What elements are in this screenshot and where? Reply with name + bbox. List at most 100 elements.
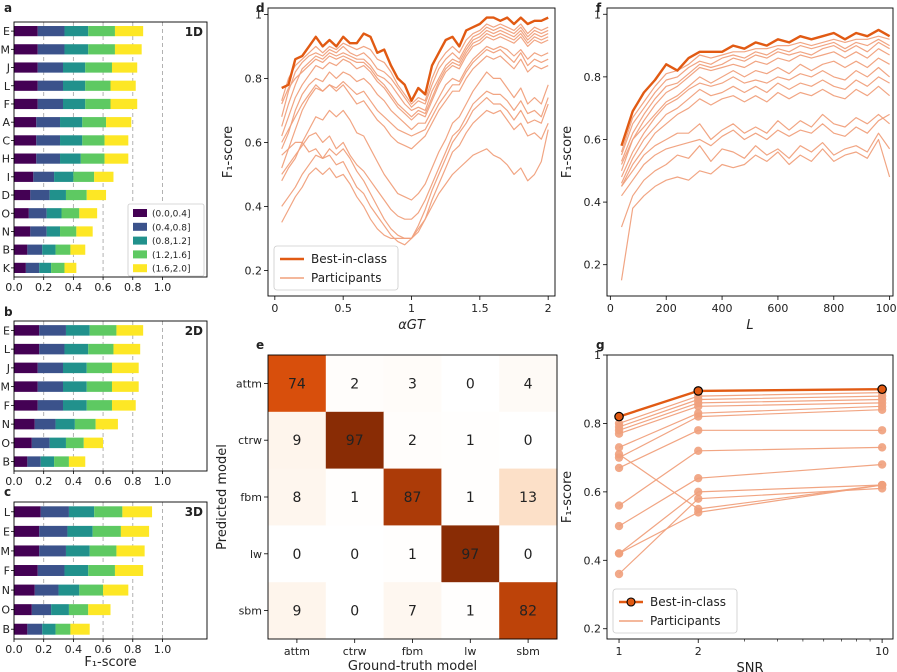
panel-f-xtick-label: 800 [823,302,844,315]
panel-g-participant-marker [614,429,624,438]
panel-c-bar-segment [39,525,68,537]
panel-a-bar-segment [55,244,71,255]
panel-g-participant-line [618,405,883,448]
panel-c-bar-segment [88,565,115,576]
panel-f-participant-line [620,132,891,228]
panel-a-bar-segment [94,171,114,182]
panel-g-legend-label: Participants [650,614,721,628]
panel-c-category-label: B [2,623,10,636]
panel-d-xtick-label: 2 [545,302,552,315]
panel-b-xtick-label: 0.2 [35,475,53,488]
panel-e-heatmap-cell [325,468,385,526]
panel-e-heatmap-cell [383,411,442,470]
panel-f-participant-line [620,41,890,162]
panel-c-bar-segment [89,545,117,557]
panel-b-bar-segment [49,437,66,449]
panel-f-frame [606,7,894,297]
panel-e-heatmap-cell [441,582,500,640]
panel-e-letter: e [256,338,264,352]
panel-a-xtick-label: 0.8 [124,281,142,294]
panel-a-bar-segment [114,44,142,55]
panel-d-participant-line [281,71,549,201]
panel-b-bar-segment [83,437,104,449]
panel-e-cell-value: 87 [404,490,422,506]
panel-a-title: 1D [185,25,203,39]
panel-c-bar-segment [65,545,90,557]
panel-e-cell-value: 8 [292,490,301,506]
panel-g-participant-marker [614,501,624,510]
panel-a-bar-segment [51,262,65,273]
panel-c-bar-segment [64,565,89,576]
panel-b-xtick-label: 0.6 [94,475,112,488]
panel-g-ylabel: F₁-score [560,471,575,523]
panel-a-xtick-label: 0.4 [65,281,83,294]
panel-b-bar-segment [14,400,38,411]
panel-e-cell-value: 1 [466,604,475,620]
panel-c-bar-segment [14,623,28,635]
panel-c-bar-segment [14,584,35,596]
panel-e-xtick-label: ctrw [343,645,367,658]
panel-a-legend-label: (1.2,1.6] [152,251,191,261]
panel-a-bar-segment [64,262,77,273]
panel-a-xtick-label: 0.0 [5,281,23,294]
panel-e-cell-value: 4 [524,376,533,392]
panel-a-bar-segment [30,226,47,237]
panel-b-bar-segment [62,381,87,392]
panel-c-category-label: F [4,565,10,578]
panel-e-heatmap-cell [268,525,327,583]
panel-a-bar-segment [36,135,61,146]
panel-e-cell-value: 1 [466,433,475,449]
panel-e-heatmap-cell [499,525,558,583]
panel-e-heatmap-cell [325,411,385,470]
panel-c-bar-segment [55,623,71,635]
panel-c-bar-segment [14,506,41,518]
panel-d-xtick-label: 0.5 [334,302,352,315]
panel-b-category-label: F [4,399,10,412]
panel-a-bar-segment [88,26,115,37]
panel-a-category-label: B [2,244,10,257]
panel-a-bar-segment [14,189,31,201]
panel-e-cell-value: 0 [466,376,475,392]
panel-a-bar-segment [85,98,111,110]
panel-b-bar-segment [86,400,112,411]
panel-g-participant-line [618,487,883,575]
panel-a-bar-segment [60,117,83,128]
panel-e-heatmap-cell [441,525,500,583]
panel-a-bar-segment [79,208,98,219]
panel-a-bar-segment [37,62,63,73]
panel-a-bar-segment [104,153,129,164]
panel-a-bar-segment [64,44,89,55]
panel-a-bar-segment [14,44,38,55]
panel-a-bar-segment [27,244,43,255]
panel-a-legend-swatch [133,209,147,217]
panel-f-participant-line [620,76,890,184]
panel-d-participant-line [281,129,549,239]
panel-f-xtick-label: 0 [607,302,614,315]
panel-g-best-marker [693,386,704,396]
panel-a-legend-swatch [133,236,147,245]
panel-b-bar-segment [74,418,96,430]
panel-d-ytick-label: 0.4 [245,200,263,213]
panel-d-best-in-class-line [281,16,549,103]
panel-a-bar-segment [14,80,38,91]
panel-b-bar-segment [14,418,35,430]
panel-a-legend-swatch [133,222,147,231]
panel-g-participant-marker [877,460,887,469]
panel-a-bar-segment [114,26,144,37]
panel-b-bar-segment [14,325,40,336]
panel-b-category-label: B [2,456,10,469]
panel-c-category-label: L [4,506,11,519]
panel-e-xtick-label: fbm [402,645,424,658]
panel-a-bar-segment [62,62,86,73]
panel-g-best-marker [877,384,887,395]
panel-f-ytick-label: 0.6 [584,133,602,146]
panel-a-bar-segment [46,208,62,219]
panel-e-cell-value: 1 [466,490,475,506]
panel-d-xtick-label: 1.5 [471,302,489,315]
panel-c-bar-segment [51,604,69,616]
panel-g-participant-marker [877,405,887,414]
panel-a-xtick-label: 1.0 [154,281,172,294]
panel-b-bar-segment [86,381,112,392]
